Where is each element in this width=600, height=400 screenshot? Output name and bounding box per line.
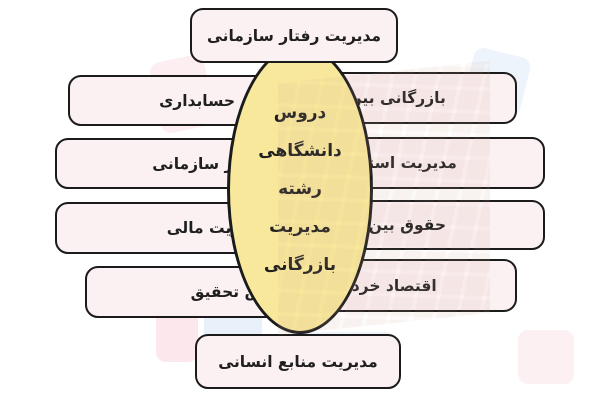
center-line: مدیریت bbox=[269, 217, 331, 237]
node-human-resources: مدیریت منابع انسانی bbox=[195, 334, 401, 389]
node-organizational-behavior: مدیریت رفتار سازمانی bbox=[190, 8, 398, 63]
center-line: دروس bbox=[273, 103, 327, 123]
node-label: مدیریت منابع انسانی bbox=[218, 352, 378, 371]
center-line: بازرگانی bbox=[263, 255, 337, 275]
center-line: دانشگاهی bbox=[258, 141, 342, 161]
node-label: مدیریت رفتار سازمانی bbox=[206, 26, 382, 45]
center-ellipse-title: دروس دانشگاهی رشته مدیریت بازرگانی bbox=[227, 45, 373, 334]
watermark-blob bbox=[518, 330, 574, 384]
center-line: رشته bbox=[278, 179, 322, 199]
